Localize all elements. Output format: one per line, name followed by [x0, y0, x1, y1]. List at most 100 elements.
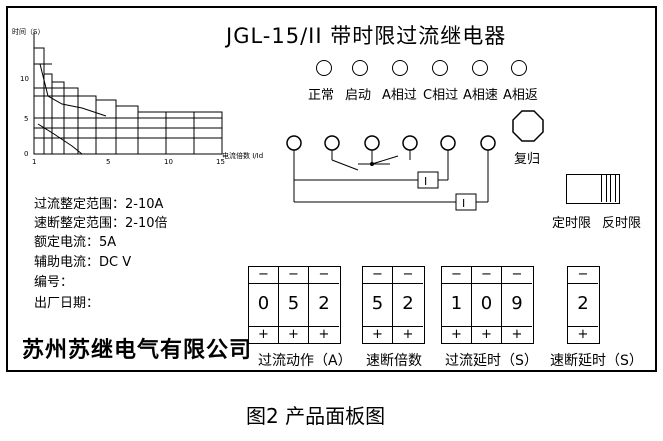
- indicator-label: A相返: [503, 88, 538, 103]
- definite-time-label: 定时限: [552, 216, 592, 231]
- spec-rated-current: 额定电流：5A: [34, 235, 117, 250]
- x-tick-label: 10: [164, 158, 173, 164]
- digit-value: 1: [450, 293, 463, 314]
- digit-value: 2: [318, 293, 330, 314]
- dial-digit: − 9 +: [502, 267, 532, 343]
- coil-terminal-1: [417, 171, 439, 189]
- wiring-diagram: I I: [286, 135, 496, 211]
- coil-label-2: I: [462, 197, 465, 210]
- curve-inverse-1: [39, 63, 107, 117]
- spec-manufacture-date: 出厂日期：: [34, 296, 100, 311]
- inverse-time-label: 反时限: [602, 216, 642, 231]
- terminal-circle: [440, 135, 456, 151]
- octagon-reset-icon: [512, 110, 544, 142]
- x-tick-label: 1: [32, 158, 36, 164]
- digit-value: 2: [402, 293, 414, 314]
- terminal-circle: [480, 135, 496, 151]
- dial-group-instant-multiple: − 5 + − 2 +: [362, 266, 425, 344]
- grid-cell: [63, 87, 79, 155]
- x-tick-label: 5: [106, 158, 110, 164]
- grid-cell: [95, 99, 117, 155]
- y-tick-label: 0: [24, 150, 28, 158]
- digit-value: 2: [577, 293, 589, 314]
- decrement-button[interactable]: −: [363, 267, 392, 284]
- x-tick-label: 15: [216, 158, 225, 164]
- decrement-button[interactable]: −: [442, 267, 471, 284]
- decrement-button[interactable]: −: [249, 267, 278, 284]
- indicator-label: 启动: [345, 88, 372, 103]
- dial-group-label: 过流动作（A）: [258, 353, 352, 369]
- panel-title: JGL-15/II 带时限过流继电器: [226, 24, 507, 48]
- switch-slot: [601, 175, 607, 202]
- curve-inverse-2: [37, 123, 83, 155]
- terminal-circle: [324, 135, 340, 151]
- increment-button[interactable]: +: [568, 326, 598, 343]
- company-name: 苏州苏继电气有限公司: [22, 337, 253, 363]
- dial-digit: − 0 +: [249, 267, 279, 343]
- increment-button[interactable]: +: [363, 326, 392, 343]
- grid-cell: [77, 95, 97, 155]
- increment-button[interactable]: +: [472, 326, 501, 343]
- increment-button[interactable]: +: [279, 326, 308, 343]
- decrement-button[interactable]: −: [502, 267, 532, 284]
- spec-instant-range: 速断整定范围：2-10倍: [34, 216, 168, 231]
- chart-svg: 时间（S） 0 5 10 1 5 10 15: [12, 27, 225, 166]
- dial-digit: − 5 +: [279, 267, 309, 343]
- y-tick-label: 10: [20, 75, 29, 83]
- indicator-label: 正常: [308, 88, 335, 103]
- indicator-c-overcurrent-led: [432, 60, 448, 76]
- indicator-a-overcurrent-led: [392, 60, 408, 76]
- x-axis-label: 电流倍数 I/Id: [222, 152, 264, 160]
- dial-group-overcurrent: − 0 + − 5 + − 2 +: [248, 266, 341, 344]
- digit-value: 0: [257, 293, 270, 314]
- increment-button[interactable]: +: [393, 326, 423, 343]
- dial-digit: − 2 +: [568, 267, 598, 343]
- dial-group-instant-delay: − 2 +: [567, 266, 600, 344]
- digit-value: 0: [480, 293, 493, 314]
- decrement-button[interactable]: −: [393, 267, 423, 284]
- dial-group-label: 速断延时（S）: [550, 353, 643, 369]
- grid-cell: [115, 105, 139, 155]
- dial-group-label: 过流延时（S）: [445, 353, 538, 369]
- mode-switch[interactable]: [566, 174, 620, 204]
- indicator-a-instant-led: [472, 60, 488, 76]
- figure-caption: 图2 产品面板图: [246, 404, 386, 428]
- terminal-circle: [402, 135, 418, 151]
- spec-serial-number: 编号：: [34, 275, 74, 290]
- spec-overcurrent-range: 过流整定范围：2-10A: [34, 197, 164, 212]
- spec-aux-current: 辅助电流：DC V: [34, 255, 132, 270]
- switch-slot: [610, 175, 616, 202]
- junction-dot: [370, 162, 374, 166]
- digit-value: 5: [371, 293, 384, 314]
- dial-digit: − 2 +: [393, 267, 423, 343]
- dial-group-overcurrent-delay: − 1 + − 0 + − 9 +: [441, 266, 534, 344]
- product-panel: [6, 6, 657, 372]
- coil-terminal-2: [455, 193, 477, 211]
- dial-digit: − 5 +: [363, 267, 393, 343]
- reset-label: 复归: [514, 152, 541, 167]
- y-axis-label: 时间（S）: [12, 27, 44, 36]
- terminal-circle: [286, 135, 302, 151]
- grid-cell: [193, 111, 223, 155]
- indicator-label: A相过: [382, 88, 417, 103]
- increment-button[interactable]: +: [249, 326, 278, 343]
- indicator-label: C相过: [423, 88, 459, 103]
- increment-button[interactable]: +: [442, 326, 471, 343]
- digit-value: 5: [287, 293, 300, 314]
- increment-button[interactable]: +: [502, 326, 532, 343]
- coil-label-1: I: [424, 175, 427, 188]
- y-tick-label: 5: [24, 115, 28, 123]
- digit-value: 9: [511, 293, 523, 314]
- decrement-button[interactable]: −: [472, 267, 501, 284]
- terminal-circle: [364, 135, 380, 151]
- indicator-a-return-led: [511, 60, 527, 76]
- increment-button[interactable]: +: [309, 326, 339, 343]
- decrement-button[interactable]: −: [568, 267, 598, 284]
- decrement-button[interactable]: −: [309, 267, 339, 284]
- reset-button[interactable]: [512, 110, 544, 146]
- dial-digit: − 1 +: [442, 267, 472, 343]
- indicator-normal-led: [316, 60, 332, 76]
- dial-group-label: 速断倍数: [366, 353, 422, 369]
- dial-digit: − 0 +: [472, 267, 502, 343]
- decrement-button[interactable]: −: [279, 267, 308, 284]
